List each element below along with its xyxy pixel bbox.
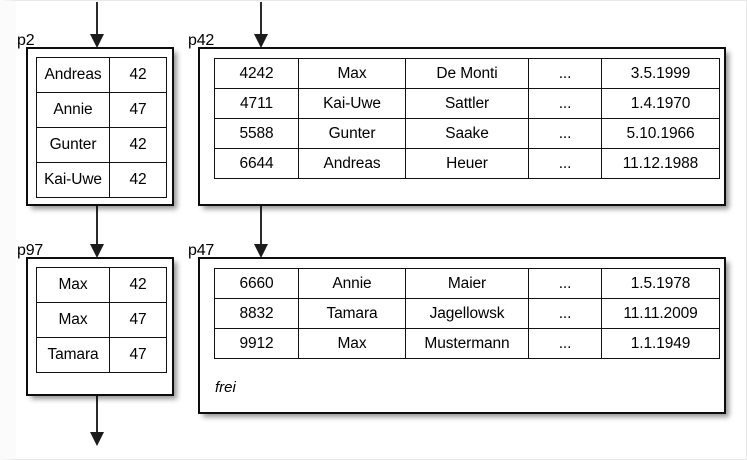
cell-pointer: 42 bbox=[109, 57, 167, 93]
cell-firstname: Kai-Uwe bbox=[298, 88, 406, 119]
cell-date: 5.10.1966 bbox=[601, 118, 720, 149]
cell-date: 1.5.1978 bbox=[601, 268, 720, 299]
record-table-p42[interactable]: 4242 Max De Monti ... 3.5.1999 4711 Kai-… bbox=[214, 58, 720, 179]
cell-id: 6660 bbox=[214, 268, 299, 299]
page-label-p47: p47 bbox=[188, 242, 215, 259]
cell-key: Max bbox=[36, 267, 110, 303]
cell-key: Kai-Uwe bbox=[36, 162, 110, 198]
cell-firstname: Annie bbox=[298, 268, 406, 299]
table-row[interactable]: Annie 47 bbox=[36, 92, 167, 128]
cell-pointer: 42 bbox=[109, 162, 167, 198]
cell-key: Annie bbox=[36, 92, 110, 128]
cell-id: 4711 bbox=[214, 88, 299, 119]
cell-more: ... bbox=[528, 58, 602, 89]
cell-more: ... bbox=[528, 148, 602, 179]
cell-date: 11.11.2009 bbox=[601, 298, 720, 329]
cell-date: 3.5.1999 bbox=[601, 58, 720, 89]
cell-key: Max bbox=[36, 302, 110, 338]
table-row[interactable]: 9912 Max Mustermann ... 1.1.1949 bbox=[214, 328, 720, 359]
cell-pointer: 42 bbox=[109, 127, 167, 163]
cell-firstname: Max bbox=[298, 328, 406, 359]
cell-lastname: De Monti bbox=[405, 58, 529, 89]
cell-firstname: Gunter bbox=[298, 118, 406, 149]
table-row[interactable]: Tamara 47 bbox=[36, 337, 167, 373]
cell-lastname: Jagellowsk bbox=[405, 298, 529, 329]
cell-key: Gunter bbox=[36, 127, 110, 163]
table-row[interactable]: 5588 Gunter Saake ... 5.10.1966 bbox=[214, 118, 720, 149]
page-label-p2: p2 bbox=[17, 32, 35, 49]
cell-more: ... bbox=[528, 118, 602, 149]
cell-pointer: 47 bbox=[109, 302, 167, 338]
table-row[interactable]: Max 47 bbox=[36, 302, 167, 338]
table-row[interactable]: 8832 Tamara Jagellowsk ... 11.11.2009 bbox=[214, 298, 720, 329]
cell-lastname: Heuer bbox=[405, 148, 529, 179]
page-label-p97: p97 bbox=[17, 242, 44, 259]
cell-pointer: 47 bbox=[109, 92, 167, 128]
cell-id: 5588 bbox=[214, 118, 299, 149]
cell-date: 1.1.1949 bbox=[601, 328, 720, 359]
cell-id: 4242 bbox=[214, 58, 299, 89]
cell-pointer: 47 bbox=[109, 337, 167, 373]
cell-more: ... bbox=[528, 298, 602, 329]
table-row[interactable]: Max 42 bbox=[36, 267, 167, 303]
cell-id: 8832 bbox=[214, 298, 299, 329]
free-space-label-p47: frei bbox=[215, 379, 236, 396]
arrow-p42-to-p47 bbox=[253, 206, 269, 258]
cell-firstname: Andreas bbox=[298, 148, 406, 179]
cell-key: Tamara bbox=[36, 337, 110, 373]
table-row[interactable]: 4711 Kai-Uwe Sattler ... 1.4.1970 bbox=[214, 88, 720, 119]
table-row[interactable]: Gunter 42 bbox=[36, 127, 167, 163]
record-table-p2[interactable]: Andreas 42 Annie 47 Gunter 42 Kai-Uwe 42 bbox=[36, 57, 167, 198]
record-table-p97[interactable]: Max 42 Max 47 Tamara 47 bbox=[36, 267, 167, 373]
record-table-p47[interactable]: 6660 Annie Maier ... 1.5.1978 8832 Tamar… bbox=[214, 268, 720, 359]
cell-lastname: Maier bbox=[405, 268, 529, 299]
table-row[interactable]: Andreas 42 bbox=[36, 57, 167, 93]
table-row[interactable]: 4242 Max De Monti ... 3.5.1999 bbox=[214, 58, 720, 89]
arrow-into-p42 bbox=[253, 2, 269, 48]
cell-more: ... bbox=[528, 328, 602, 359]
cell-id: 6644 bbox=[214, 148, 299, 179]
cell-lastname: Saake bbox=[405, 118, 529, 149]
cell-more: ... bbox=[528, 268, 602, 299]
table-row[interactable]: 6644 Andreas Heuer ... 11.12.1988 bbox=[214, 148, 720, 179]
arrow-out-of-p97 bbox=[89, 396, 105, 446]
arrow-p2-to-p97 bbox=[89, 206, 105, 258]
cell-pointer: 42 bbox=[109, 267, 167, 303]
arrow-into-p2 bbox=[89, 2, 105, 48]
cell-date: 11.12.1988 bbox=[601, 148, 720, 179]
cell-date: 1.4.1970 bbox=[601, 88, 720, 119]
cell-lastname: Mustermann bbox=[405, 328, 529, 359]
cell-id: 9912 bbox=[214, 328, 299, 359]
table-row[interactable]: 6660 Annie Maier ... 1.5.1978 bbox=[214, 268, 720, 299]
page-label-p42: p42 bbox=[188, 32, 215, 49]
table-row[interactable]: Kai-Uwe 42 bbox=[36, 162, 167, 198]
cell-more: ... bbox=[528, 88, 602, 119]
cell-firstname: Tamara bbox=[298, 298, 406, 329]
cell-key: Andreas bbox=[36, 57, 110, 93]
cell-lastname: Sattler bbox=[405, 88, 529, 119]
cell-firstname: Max bbox=[298, 58, 406, 89]
